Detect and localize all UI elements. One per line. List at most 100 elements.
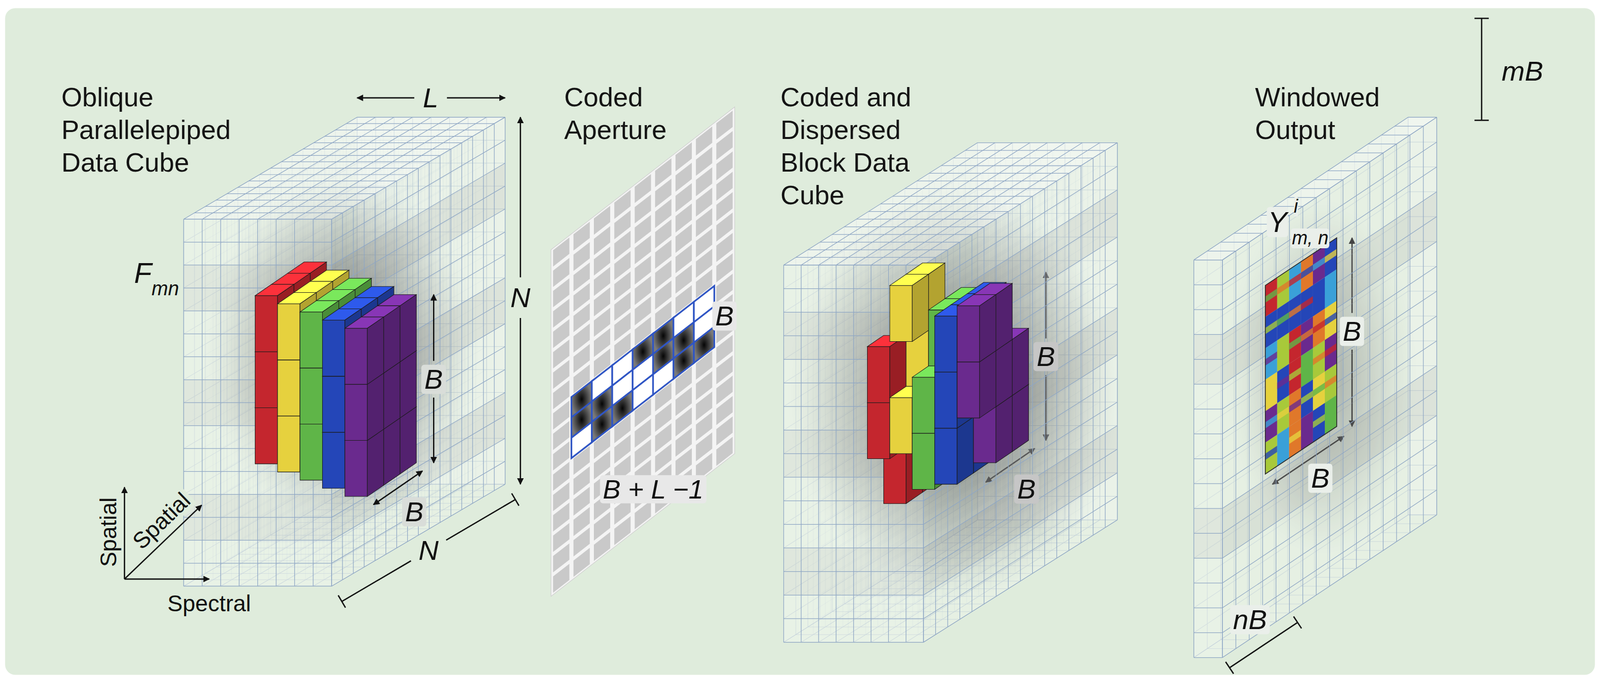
mixed-stripe	[1312, 256, 1325, 272]
mixed-stripe	[1289, 304, 1302, 319]
face-fill	[923, 143, 1118, 643]
bracket-line	[1474, 119, 1489, 122]
dimension-label: N	[415, 536, 442, 566]
mixed-stripe	[1312, 288, 1325, 303]
window-outline	[1265, 238, 1337, 475]
cube-front	[783, 143, 1118, 643]
mixed-pixel	[1277, 427, 1290, 467]
dimension-arrow	[123, 487, 126, 580]
cube-back	[1193, 117, 1437, 658]
mixed-stripe	[1289, 430, 1302, 445]
mixed-pixel	[1265, 435, 1278, 475]
mixed-stripe	[1265, 351, 1278, 366]
grid-lines	[783, 265, 924, 643]
bracket-line	[341, 561, 412, 602]
mixed-stripe	[1324, 343, 1337, 358]
voxel-side	[1012, 384, 1029, 452]
bracket-line	[1293, 617, 1302, 630]
dimension-arrow	[446, 97, 506, 99]
mixed-stripe	[1312, 319, 1325, 335]
face-fill	[183, 219, 332, 587]
bracket-line	[1225, 662, 1234, 675]
dimension-arrow	[357, 97, 415, 99]
mixed-stripe	[1324, 311, 1337, 327]
mixed-stripe	[1289, 367, 1302, 382]
cube-back	[783, 143, 1118, 643]
symbol-label: Y	[1266, 207, 1289, 238]
voxel-front	[322, 376, 345, 433]
dimension-label: B	[421, 364, 446, 394]
voxel-front	[889, 397, 913, 454]
mixed-stripe	[1265, 320, 1278, 335]
voxel-front	[344, 440, 368, 497]
cube-back	[183, 117, 505, 587]
dimension-label: N	[507, 283, 534, 313]
aperture-cell	[614, 516, 631, 546]
voxel-front	[277, 303, 300, 360]
voxel-front	[277, 360, 300, 417]
voxel-side	[399, 350, 417, 419]
mixed-stripe	[1277, 437, 1290, 453]
mixed-stripe	[1265, 445, 1278, 461]
voxel-front	[299, 424, 323, 481]
dimension-bracket	[1474, 18, 1489, 121]
mixed-stripe	[1312, 382, 1325, 397]
mixed-pixel	[1301, 411, 1313, 451]
grid-lines	[331, 117, 506, 587]
voxel-side	[383, 418, 400, 486]
bracket-line	[511, 493, 520, 507]
mixed-stripe	[1324, 406, 1337, 421]
grid-lines	[183, 219, 332, 587]
voxel-front	[912, 433, 935, 490]
voxel-front	[254, 351, 278, 408]
mixed-stripe	[1289, 335, 1302, 350]
cube-face	[1222, 117, 1437, 658]
voxel-side	[995, 339, 1013, 407]
face-fill	[331, 117, 506, 587]
dimension-arrow	[519, 117, 522, 278]
dimension-label: B	[1033, 342, 1059, 372]
voxel-front	[299, 312, 323, 369]
dimension-label: mB	[1498, 56, 1547, 87]
spectral-voxel	[957, 294, 996, 363]
subscript-label: mn	[151, 278, 180, 299]
aperture-cell	[573, 548, 590, 578]
voxel-front	[299, 368, 323, 425]
cube-face	[783, 265, 924, 643]
cube-front	[1193, 117, 1437, 658]
grid-lines	[1193, 260, 1223, 659]
mixed-stripe	[1301, 390, 1313, 405]
face-fill	[1222, 117, 1437, 658]
panel-title: Windowed Output	[1255, 80, 1404, 150]
mixed-stripe	[1277, 343, 1290, 358]
subscript-label: m, n	[1290, 228, 1330, 249]
panel-background	[4, 7, 1595, 676]
windowed-patch	[1265, 238, 1337, 475]
aperture-plane	[550, 106, 735, 597]
dimension-label: B	[1308, 463, 1333, 493]
mixed-stripe	[1289, 398, 1302, 413]
mixed-pixel	[1324, 395, 1337, 436]
face-fill	[1193, 260, 1223, 659]
mixed-stripe	[1312, 351, 1325, 366]
mixed-stripe	[1324, 280, 1337, 295]
cube-front	[183, 117, 505, 587]
mixed-stripe	[1265, 383, 1278, 398]
data-cube	[183, 117, 505, 587]
panel-title: Oblique Parallelepiped Data Cube	[61, 80, 260, 183]
aperture-cell	[553, 564, 570, 594]
coded-cell	[653, 358, 674, 395]
spectral-block	[254, 262, 417, 497]
coded-cell	[632, 374, 653, 411]
voxel-front	[344, 328, 368, 385]
mixed-stripe	[1277, 280, 1290, 295]
mixed-stripe	[1301, 296, 1313, 311]
voxel-front	[344, 384, 368, 441]
mixed-stripe	[1265, 414, 1278, 430]
dimension-arrow	[433, 397, 435, 464]
bracket-line	[1474, 17, 1489, 20]
mixed-stripe	[1277, 312, 1290, 327]
coded-cell	[591, 406, 613, 443]
coded-cell	[693, 327, 715, 364]
dimension-arrow	[124, 578, 210, 581]
